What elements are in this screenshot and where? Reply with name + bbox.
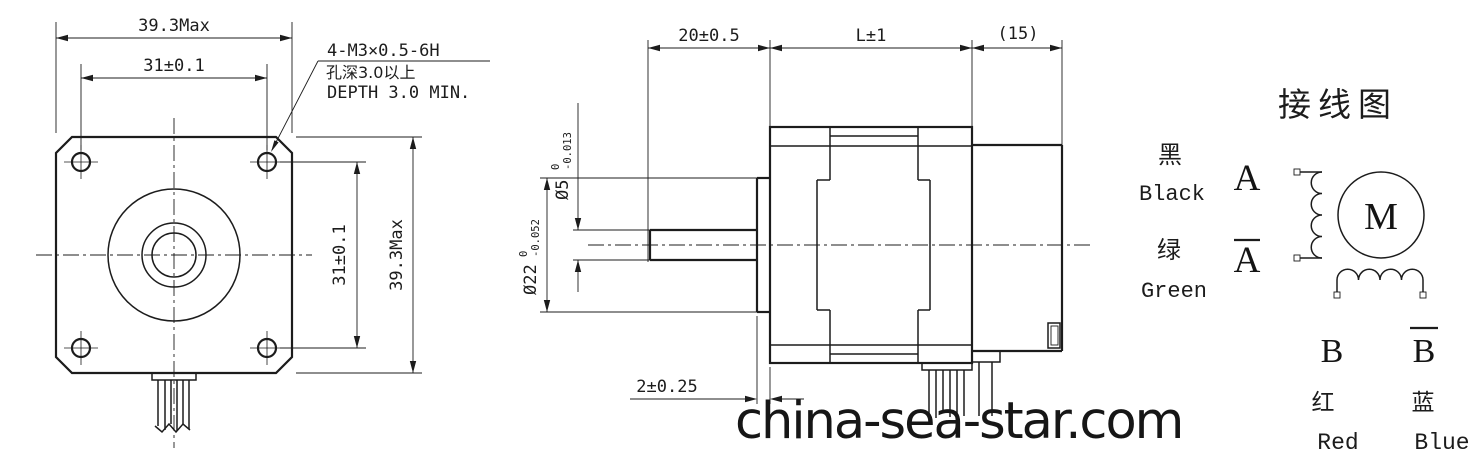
thread-callout: 4-M3×0.5-6H 孔深3.0以上 DEPTH 3.0 MIN. xyxy=(271,41,490,152)
side-lead-wires xyxy=(921,350,1001,418)
dim-body-length: L±1 xyxy=(770,26,972,52)
dim-rear-label: (15) xyxy=(998,24,1039,44)
dim-pilot-depth-label: 2±0.25 xyxy=(636,377,697,397)
hole-centermarks xyxy=(64,145,284,365)
pilot-dia-tol-lower: -0.052 xyxy=(530,219,542,257)
phase-a-bar-label: A xyxy=(1234,240,1261,281)
lead-b-bar-en: Blue xyxy=(1414,430,1469,456)
dim-shaft-extension: 20±0.5 xyxy=(648,26,770,52)
front-view-dimensions: 39.3Max 31±0.1 4-M3×0.5-6H 孔深3.0以上 DEPTH… xyxy=(55,16,490,374)
rear-connector-detail xyxy=(1047,322,1061,349)
terminal-b-bar xyxy=(1419,291,1427,299)
rear-cap xyxy=(972,143,1064,353)
side-view-dimensions: 20±0.5 L±1 (15) Ø5 0 -0.013 xyxy=(518,24,1063,404)
dim-shaft-ext-label: 20±0.5 xyxy=(678,26,739,46)
phase-a-label: A xyxy=(1234,158,1261,199)
terminal-a-bar xyxy=(1293,254,1301,262)
pilot-dia-tol-upper: 0 xyxy=(518,251,530,257)
dim-pilot-diameter: Ø22 0 -0.052 xyxy=(518,178,551,312)
terminal-a xyxy=(1293,168,1301,176)
lead-b-cn: 红 xyxy=(1312,390,1335,416)
watermark-text: china-sea-star.com xyxy=(735,392,1182,451)
thread-callout-line3: DEPTH 3.0 MIN. xyxy=(327,83,470,103)
phase-b-label: B xyxy=(1321,333,1344,370)
dim-rear-section: (15) xyxy=(972,24,1062,52)
dim-width-label: 39.3Max xyxy=(138,16,210,36)
pilot-dia-label: Ø22 xyxy=(521,264,541,295)
terminal-b xyxy=(1333,291,1341,299)
phase-b-bar-label: B xyxy=(1413,333,1436,370)
dim-hole-pitch-top: 31±0.1 xyxy=(80,56,268,150)
dim-height-label: 39.3Max xyxy=(387,219,407,291)
wiring-title: 接线图 xyxy=(1278,85,1398,124)
lead-b-bar-cn: 蓝 xyxy=(1412,390,1435,416)
lead-a-bar-en: Green xyxy=(1141,279,1207,304)
shaft-dia-label: Ø5 xyxy=(553,180,573,200)
motor-face-outline xyxy=(54,135,294,375)
front-view xyxy=(36,118,312,448)
lead-a-cn: 黑 xyxy=(1158,141,1182,169)
phase-b-coil xyxy=(1333,268,1427,299)
dim-height-right: 39.3Max xyxy=(296,136,422,374)
motor-symbol: M xyxy=(1337,171,1425,259)
dim-hole-pitch-label: 31±0.1 xyxy=(143,56,204,76)
front-lead-wires xyxy=(151,372,197,434)
dim-shaft-diameter: Ø5 0 -0.013 xyxy=(550,103,582,292)
wiring-diagram: 接线图 黑 Black A 绿 Green A M B xyxy=(1139,85,1470,456)
lead-a-bar-cn: 绿 xyxy=(1157,236,1181,264)
lead-b-en: Red xyxy=(1317,430,1358,456)
dim-body-length-label: L±1 xyxy=(856,26,887,46)
phase-a-coil xyxy=(1293,168,1323,262)
shaft-dia-tol-upper: 0 xyxy=(550,164,562,170)
dim-hole-pitch-right: 31±0.1 xyxy=(280,161,366,349)
dim-width-top: 39.3Max xyxy=(55,16,293,133)
lead-a-en: Black xyxy=(1139,182,1205,207)
shaft-dia-tol-lower: -0.013 xyxy=(562,132,574,170)
thread-callout-line1: 4-M3×0.5-6H xyxy=(327,41,440,61)
dim-pilot-depth: 2±0.25 xyxy=(630,316,804,404)
thread-callout-line2: 孔深3.0以上 xyxy=(326,63,415,82)
side-view xyxy=(540,125,1092,418)
motor-symbol-label: M xyxy=(1364,196,1398,238)
dim-hole-pitch-v-label: 31±0.1 xyxy=(330,224,350,285)
